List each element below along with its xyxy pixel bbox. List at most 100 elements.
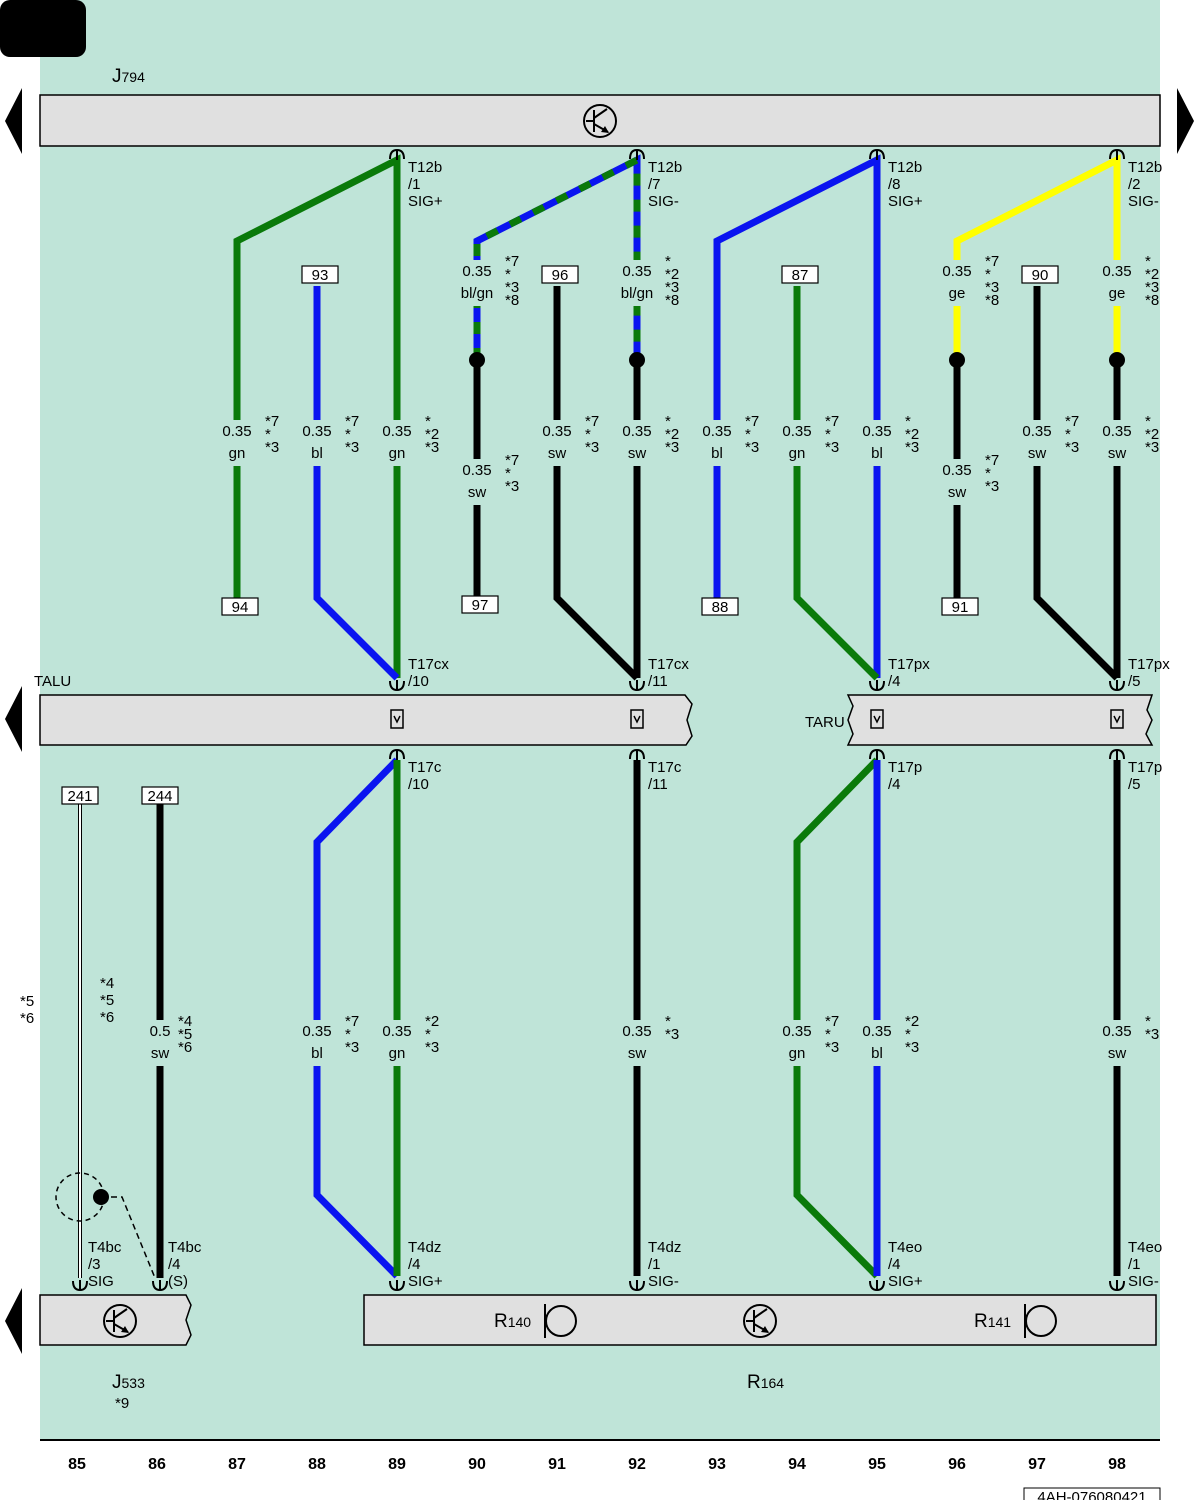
wire-label-l94-note-0: *7: [825, 1013, 839, 1030]
wire-label-l95-color: bl: [871, 1045, 883, 1062]
prev-page-arrow-icon-2[interactable]: [5, 686, 22, 752]
prev-page-arrow-icon[interactable]: [5, 88, 22, 154]
label-gap: [391, 420, 403, 466]
wire-label-98a-color: ge: [1109, 285, 1126, 302]
doc-number: 4AH-076080421: [1037, 1489, 1146, 1500]
ref-96-box: [541, 265, 579, 284]
wire-label-l89-note-2: *3: [425, 1039, 439, 1056]
wire-label-98b-color: sw: [1108, 445, 1127, 462]
next-page-arrow-icon[interactable]: [1177, 88, 1194, 154]
wire-label-90a-color: bl/gn: [461, 285, 494, 302]
wire-label-92b-note-1: *2: [665, 426, 679, 443]
conn-label-89-tc-1: /10: [408, 776, 429, 793]
taru-bar: [846, 694, 1154, 746]
conn-label-92-talu-1: /11: [648, 673, 668, 690]
wire-label-95-color: bl: [871, 445, 883, 462]
wire-label-92a-size: 0.35: [622, 263, 651, 280]
j794-label: J794: [112, 66, 145, 87]
ref-241: 241: [67, 788, 92, 805]
wire-label-98b-note-2: *3: [1145, 439, 1159, 456]
ref-94-box: [221, 597, 259, 616]
feedthrough-arrow-98: [1113, 715, 1121, 724]
column-number-96: 96: [948, 1456, 966, 1473]
wire-label-98a-size: 0.35: [1102, 263, 1131, 280]
column-number-87: 87: [228, 1456, 246, 1473]
wire-label-98a-note-0: *: [1145, 253, 1151, 270]
wire-label-98b-size: 0.35: [1102, 423, 1131, 440]
wire-label-91-note-2: *3: [585, 439, 599, 456]
feedthrough-icon-92: [630, 709, 644, 729]
label-gap: [711, 420, 723, 466]
wire-sw-97-98: [1033, 286, 1120, 681]
wire-label-94-note-1: *: [825, 426, 831, 443]
wire-bl-88-89: [313, 286, 400, 681]
label-gap: [1111, 1020, 1123, 1066]
wire-label-l85-note-2: *6: [100, 1009, 114, 1026]
conn-label-89-talu-0: T17cx: [408, 656, 449, 673]
conn-label-95-tp-1: /4: [888, 776, 901, 793]
wire-label-91-note-1: *: [585, 426, 591, 443]
wire-label-93-note-0: *7: [745, 413, 759, 430]
wire-label-90a-note-3: *8: [505, 292, 519, 309]
ref-244: 244: [147, 788, 172, 805]
conn-label-98-taru-1: /5: [1128, 673, 1141, 690]
wire-label-l95-size: 0.35: [862, 1023, 891, 1040]
wire-label-96b-color: sw: [948, 484, 967, 501]
wire-label-l92-size: 0.35: [622, 1023, 651, 1040]
wire-label-l88-size: 0.35: [302, 1023, 331, 1040]
conn-label-98-bot-1: /1: [1128, 1256, 1141, 1273]
splice-dot: [629, 352, 645, 368]
j794-bar: [39, 94, 1161, 147]
conn-label-85-bot-1: /3: [88, 1256, 101, 1273]
conn-label-95-bot-2: SIG+: [888, 1273, 923, 1290]
wire-label-88-note-0: *7: [345, 413, 359, 430]
wire-label-92b-note-2: *3: [665, 439, 679, 456]
wire-label-97-color: sw: [1028, 445, 1047, 462]
label-gap: [631, 420, 643, 466]
label-gap: [871, 1020, 883, 1066]
shield-ground-symbol: [55, 1172, 156, 1279]
conn-label-85-bot-2: SIG: [88, 1273, 114, 1290]
conn-label-92-top-0: T12b: [648, 159, 682, 176]
wire-label-l94-size: 0.35: [782, 1023, 811, 1040]
wire-label-98b-note-1: *2: [1145, 426, 1159, 443]
wire-label-l86-color: sw: [151, 1045, 170, 1062]
wire-label-92a-note-0: *: [665, 253, 671, 270]
feedthrough-arrow-89: [393, 715, 401, 724]
conn-label-92-bot-2: SIG-: [648, 1273, 679, 1290]
wire-label-96b-note-0: *7: [985, 452, 999, 469]
conn-label-92-top-1: /7: [648, 176, 661, 193]
conn-label-89-bot-0: T4dz: [408, 1239, 441, 1256]
conn-label-92-talu-0: T17cx: [648, 656, 689, 673]
wire-label-88-color: bl: [311, 445, 323, 462]
r140-speaker-icon: [544, 1304, 577, 1338]
label-gap: [471, 459, 483, 505]
conn-label-89-top-2: SIG+: [408, 193, 443, 210]
wire-label-96b-note-2: *3: [985, 478, 999, 495]
conn-label-86-bot-0: T4bc: [168, 1239, 202, 1256]
label-gap: [551, 420, 563, 466]
prev-page-arrow-icon-3[interactable]: [5, 1288, 22, 1354]
wire-gn-lower-94: [793, 757, 880, 1279]
wire-label-88-note-2: *3: [345, 439, 359, 456]
wire-label-l85-note-1: *5: [100, 992, 114, 1009]
ref-91-box: [941, 597, 979, 616]
wire-label-94-size: 0.35: [782, 423, 811, 440]
label-gap: [631, 1020, 643, 1066]
wire-sw-91-92: [553, 286, 640, 681]
wire-label-87-note-1: *: [265, 426, 271, 443]
ref-90-box: [1021, 265, 1059, 284]
wire-label-88-note-1: *: [345, 426, 351, 443]
wire-label-97-note-0: *7: [1065, 413, 1079, 430]
wire-label-96a-color: ge: [949, 285, 966, 302]
wire-label-l95-note-2: *3: [905, 1039, 919, 1056]
column-number-93: 93: [708, 1456, 726, 1473]
wire-label-87-color: gn: [229, 445, 246, 462]
label-gap: [1031, 420, 1043, 466]
label-gap: [471, 260, 483, 306]
wire-label-l92-note-1: *3: [665, 1026, 679, 1043]
wire-label-98a-note-1: *2: [1145, 266, 1159, 283]
wire-label-l92-color: sw: [628, 1045, 647, 1062]
ref-91: 91: [952, 599, 969, 616]
